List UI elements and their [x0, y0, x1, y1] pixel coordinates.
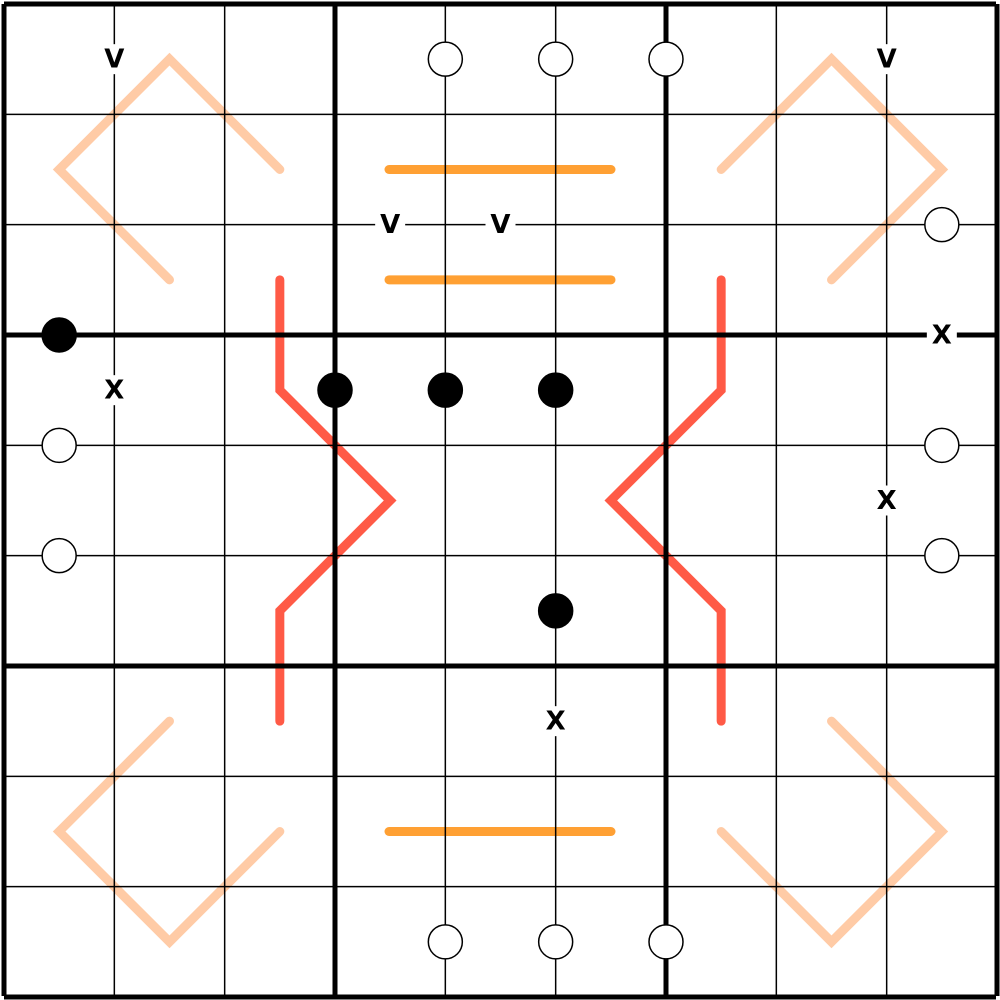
white-dot [648, 41, 684, 77]
vx-clue-backing [540, 706, 571, 737]
white-dot [427, 924, 464, 960]
vx-clues: V V V V X X X X [99, 44, 957, 737]
black-dot [317, 372, 353, 408]
v-clue: V [877, 45, 897, 75]
vx-clue-backing [871, 44, 902, 75]
x-clue: X [104, 376, 124, 406]
x-clue: X [932, 320, 952, 350]
white-dot [41, 427, 77, 464]
vx-clue-backing [99, 44, 130, 75]
white-dot [427, 41, 464, 77]
x-clue: X [546, 707, 566, 737]
white-dot [648, 924, 684, 960]
white-dot [924, 427, 960, 464]
german-whisper-line [604, 275, 726, 726]
vx-clue-backing [871, 485, 902, 516]
white-dot [537, 924, 574, 960]
v-clue: V [490, 210, 510, 240]
white-dot [924, 537, 960, 574]
vx-clue-backing [375, 209, 406, 240]
black-dot [537, 593, 574, 629]
white-dot [41, 537, 77, 574]
black-dot [537, 372, 574, 408]
v-clue: V [104, 45, 124, 75]
kropki-dots [41, 41, 960, 960]
german-whisper-line [275, 275, 397, 726]
vx-clue-backing [99, 375, 130, 406]
x-clue: X [877, 486, 897, 516]
black-dot [41, 317, 77, 353]
vx-clue-backing [485, 209, 516, 240]
white-dot [924, 206, 960, 243]
vx-clue-backing [926, 319, 957, 350]
black-dot [427, 372, 464, 408]
v-clue: V [380, 210, 400, 240]
white-dot [537, 41, 574, 77]
